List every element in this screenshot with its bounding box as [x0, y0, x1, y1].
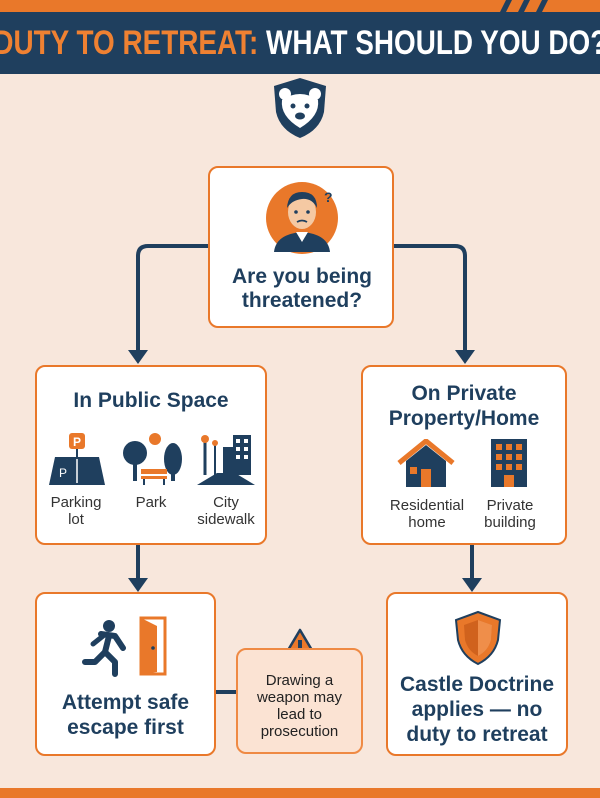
public-space-box: In Public Space P P Parking lot Park [35, 365, 267, 545]
bottom-accent-bar [0, 788, 600, 798]
escape-text: Attempt safe escape first [61, 691, 190, 739]
parking-icon: P P [49, 433, 105, 485]
title-part-2: WHAT SHOULD YOU DO? [265, 23, 600, 62]
page-title: DUTY TO RETREAT: WHAT SHOULD YOU DO? [0, 24, 600, 63]
warning-text: Drawing a weapon may lead to prosecution [256, 672, 343, 740]
running-exit-icon [82, 616, 167, 677]
place-label-private-building: Private building [484, 497, 536, 531]
house-icon [397, 439, 455, 487]
public-space-title: In Public Space [73, 389, 229, 412]
private-property-title: On Private Property/Home [388, 382, 540, 430]
svg-text:P: P [59, 466, 67, 480]
top-accent-bar [0, 0, 600, 12]
place-label-sidewalk: City sidewalk [197, 494, 255, 528]
private-property-box: On Private Property/Home Residential hom… [361, 365, 567, 545]
header-stripes [490, 0, 600, 12]
building-icon [491, 439, 527, 487]
shield-icon [454, 610, 502, 666]
question-box: ? Are you being threatened? [208, 166, 394, 328]
title-banner: DUTY TO RETREAT: WHAT SHOULD YOU DO? [0, 12, 600, 74]
warning-note: Drawing a weapon may lead to prosecution [236, 648, 363, 754]
castle-doctrine-box: Castle Doctrine applies — no duty to ret… [386, 592, 568, 756]
escape-box: Attempt safe escape first [35, 592, 216, 756]
title-part-1: DUTY TO RETREAT: [0, 23, 258, 62]
park-icon [123, 433, 182, 485]
svg-text:?: ? [324, 189, 333, 205]
bear-shield-logo [274, 78, 326, 138]
place-label-park: Park [135, 494, 167, 511]
city-sidewalk-icon [197, 435, 255, 485]
question-text: Are you being threatened? [231, 265, 373, 312]
place-label-residential: Residential home [389, 497, 465, 531]
castle-doctrine-text: Castle Doctrine applies — no duty to ret… [399, 673, 555, 746]
place-label-parking: Parking lot [50, 494, 102, 528]
worried-person-icon: ? [266, 182, 338, 254]
svg-text:P: P [73, 435, 81, 449]
